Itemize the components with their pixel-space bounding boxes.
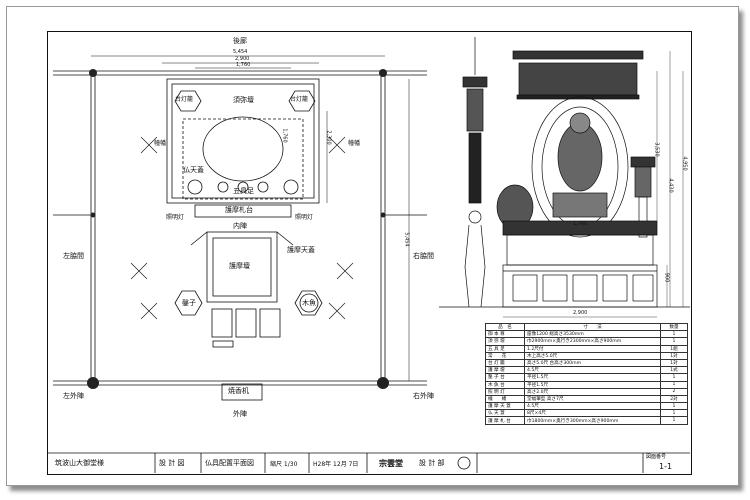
left-outer-label: 左外陣 bbox=[63, 392, 84, 400]
elev-dim-platform-height: 900 bbox=[663, 272, 670, 283]
sumidan-label: 須弥壇 bbox=[233, 96, 254, 104]
outer-sanctum-label: 外陣 bbox=[233, 410, 247, 418]
incense-desk-label: 焼香机 bbox=[228, 387, 249, 395]
elev-dim-canopy-height: 4,430 bbox=[667, 178, 674, 193]
elev-dim-platform-width: 2,900 bbox=[573, 310, 588, 316]
title-drawing-name: 仏具配置平面図 bbox=[205, 459, 254, 467]
gomadan-label: 護摩壇 bbox=[229, 262, 250, 270]
elev-dim-canopy-width: 1,760 bbox=[573, 221, 588, 227]
gomafuda-label: 護摩札台 bbox=[225, 206, 253, 214]
kei-label: 鏧子 bbox=[182, 299, 196, 307]
title-project: 筑波山大御堂様 bbox=[55, 459, 104, 467]
light-right-label: 照明灯 bbox=[295, 214, 314, 221]
light-left-label: 照明灯 bbox=[166, 214, 185, 221]
right-outer-label: 右外陣 bbox=[413, 392, 434, 400]
sheet-number: 1-1 bbox=[659, 462, 673, 471]
title-company: 宗雲堂 bbox=[379, 457, 403, 468]
dim-sumidan-width: 2,900 bbox=[235, 56, 250, 62]
lamp-left-label: 台灯籠 bbox=[175, 96, 194, 103]
goma-canopy-label: 護摩天蓋 bbox=[287, 246, 315, 254]
buddha-canopy-label: 仏天蓋 bbox=[183, 166, 204, 174]
dim-canopy-width: 1,760 bbox=[236, 62, 251, 68]
dim-canopy-depth: 1,760 bbox=[281, 128, 288, 143]
mokugyo-label: 木魚 bbox=[302, 299, 316, 307]
spec-table-header: 品 名 寸 法 数量 bbox=[485, 322, 688, 332]
title-scale: 縮尺 1/30 bbox=[270, 460, 298, 468]
inner-sanctum-label: 内陣 bbox=[233, 222, 247, 230]
title-department: 設 計 部 bbox=[419, 459, 445, 467]
lamp-right-label: 台灯籠 bbox=[290, 96, 309, 103]
floor-plan bbox=[47, 37, 690, 473]
right-side-room-label: 右脇間 bbox=[413, 252, 434, 260]
left-side-room-label: 左脇間 bbox=[63, 252, 84, 260]
elev-dim-statue-height: 3,530 bbox=[653, 142, 660, 157]
drawing-sheet: 後廊 5,454 2,900 1,760 2,300 1,760 5,454 台… bbox=[6, 6, 739, 486]
sheet-number-label: 図面番号 bbox=[646, 454, 667, 460]
title-date: H28年 12月 7日 bbox=[313, 460, 359, 468]
drawing-frame bbox=[47, 31, 692, 475]
dim-sumidan-depth: 2,300 bbox=[325, 130, 332, 145]
dim-plan-depth-total: 5,454 bbox=[403, 232, 410, 247]
rear-corridor-label: 後廊 bbox=[233, 37, 247, 45]
dim-plan-width-total: 5,454 bbox=[233, 49, 248, 55]
title-drawing-type: 設 計 図 bbox=[159, 459, 185, 467]
banner-left-label: 幢幡 bbox=[154, 140, 167, 147]
banner-right-label: 幢幡 bbox=[348, 140, 361, 147]
elev-dim-total-height: 4,950 bbox=[681, 156, 688, 171]
gogusoku-label: 五具足 bbox=[233, 187, 254, 195]
